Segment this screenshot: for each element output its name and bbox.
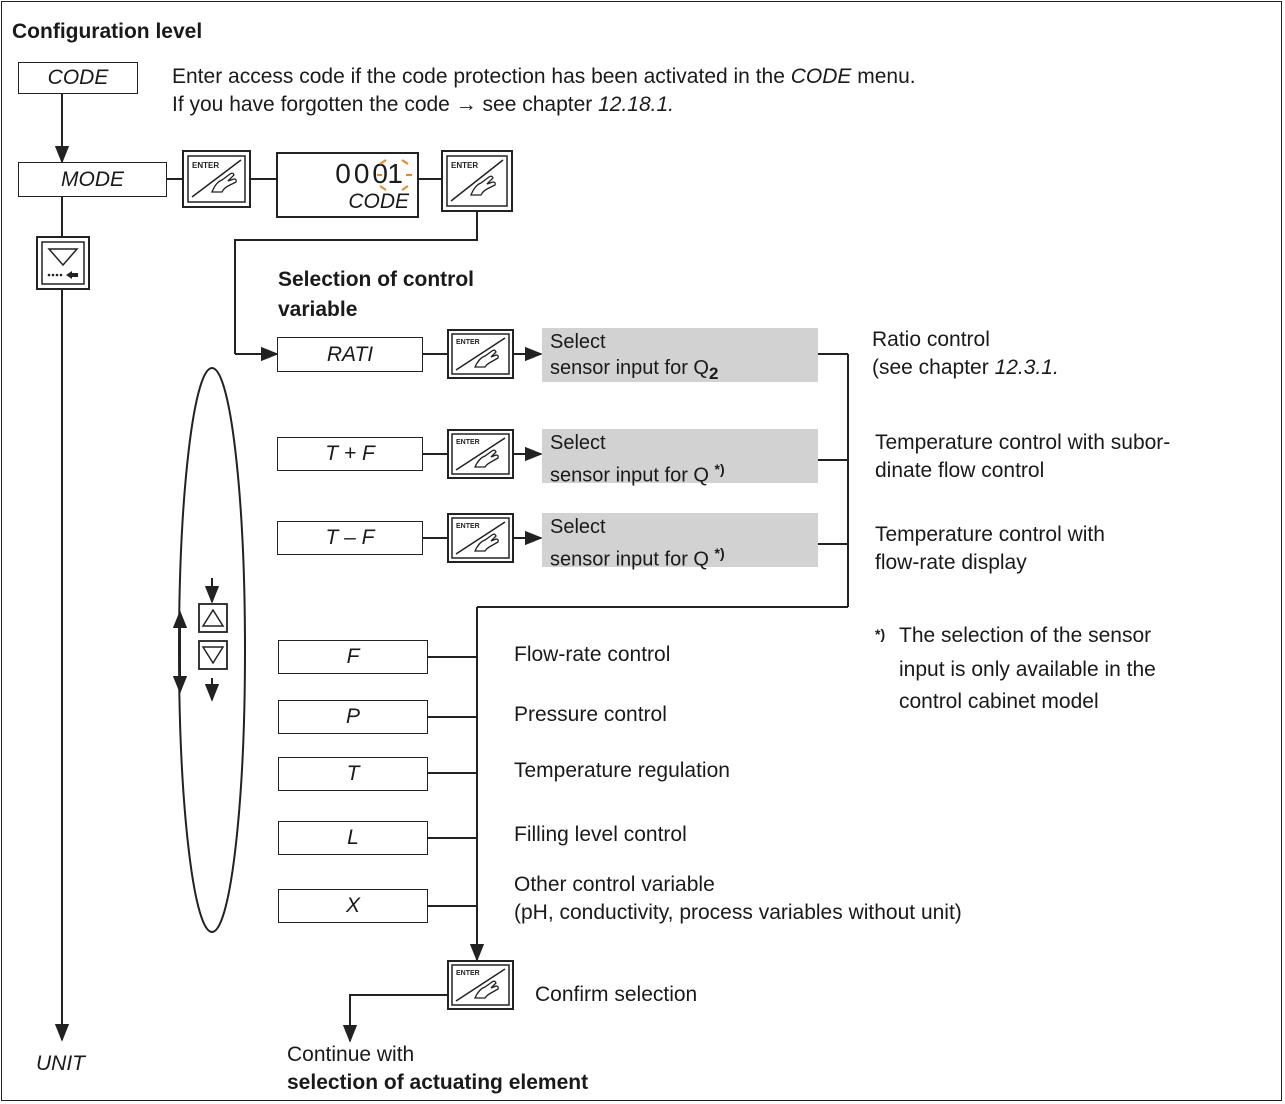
option-f-label: F [346,645,360,668]
tf-note-line1: Temperature control with subor- [875,431,1171,454]
option-x-box[interactable]: X [278,889,428,923]
sensor-select-text: Select [550,331,606,353]
option-p-label: P [345,705,360,728]
svg-text:ENTER: ENTER [456,339,480,346]
display-blink-digit: 1 [387,158,403,189]
selection-heading-line2: variable [278,298,358,321]
enter-button-icon[interactable]: ENTER [447,513,514,563]
code-note-line2: If you have forgotten the code → see cha… [172,93,674,117]
tmf-note-line1: Temperature control with [875,523,1105,546]
sensor-select-text: Select [550,432,606,454]
option-x-label: X [345,894,360,917]
enter-button-icon[interactable]: ENTER [447,429,514,479]
menu-mode-box[interactable]: MODE [18,162,167,197]
footnote-line2: input is only available in the [899,658,1156,681]
svg-text:ENTER: ENTER [192,161,219,170]
option-p-box[interactable]: P [278,700,428,734]
option-f-desc: Flow-rate control [514,643,671,666]
continue-line1: Continue with [287,1043,415,1066]
option-rati-label: RATI [326,342,374,366]
enter-button-icon[interactable]: ENTER [182,150,251,208]
footnote-line1: The selection of the sensor [899,624,1152,647]
enter-button-icon[interactable]: ENTER [441,150,513,212]
sensor-select-text: sensor input for Q *) [550,545,725,571]
selection-heading-line1: Selection of control [278,268,475,291]
ratio-note-line2: (see chapter 12.3.1. [872,356,1059,379]
footnote-line3: control cabinet model [899,690,1099,713]
menu-unit-label: UNIT [36,1052,85,1075]
option-l-desc: Filling level control [514,823,687,846]
option-t-box[interactable]: T [278,757,428,791]
sensor-select-text: Select [550,516,606,538]
tf-note-line2: dinate flow control [875,459,1045,482]
code-note-chapter-ref[interactable]: 12.18.1. [598,93,675,116]
code-note-text-c: If you have forgotten the code → see cha… [172,93,599,116]
option-t-minus-f-box[interactable]: T – F [277,521,423,555]
option-l-label: L [347,826,359,849]
sensor-select-rati[interactable]: Select sensor input for Q2 [542,328,818,383]
ratio-note-line1: Ratio control [872,328,990,351]
option-x-desc2: (pH, conductivity, process variables wit… [514,901,962,924]
svg-text:ENTER: ENTER [451,161,478,170]
code-note-code-ref: CODE [790,65,852,88]
up-arrow-button-icon[interactable] [198,603,228,633]
menu-code-label: CODE [47,66,109,89]
option-x-desc: Other control variable [514,873,715,896]
svg-text:ENTER: ENTER [456,439,480,446]
option-l-box[interactable]: L [278,821,428,855]
sensor-select-t-minus-f[interactable]: Select sensor input for Q *) [542,513,818,571]
option-t-minus-f-label: T – F [325,526,375,549]
footnote-marker: *) [875,626,886,642]
page-title: Configuration level [12,20,203,43]
enter-button-icon[interactable]: ENTER [447,960,514,1010]
option-t-desc: Temperature regulation [514,759,730,782]
option-t-label: T [346,762,360,785]
option-p-desc: Pressure control [514,703,667,726]
svg-text:ENTER: ENTER [456,523,480,530]
sensor-select-text: sensor input for Q *) [550,461,725,487]
continue-line2: selection of actuating element [287,1071,589,1094]
option-f-box[interactable]: F [278,640,428,674]
enter-button-icon[interactable]: ENTER [447,329,514,379]
confirm-selection-label: Confirm selection [535,983,698,1006]
down-arrow-button-icon[interactable] [198,640,228,670]
display-label: CODE [348,190,409,213]
code-note-line1: Enter access code if the code protection… [172,65,916,89]
sensor-select-t-plus-f[interactable]: Select sensor input for Q *) [542,429,818,487]
svg-text:ENTER: ENTER [456,970,480,977]
ratio-chapter-ref[interactable]: 12.3.1. [994,356,1059,379]
sensor-select-text: sensor input for Q2 [550,357,719,383]
down-back-button-icon[interactable] [36,236,90,290]
menu-mode-label: MODE [61,167,124,191]
option-rati-box[interactable]: RATI [277,337,423,372]
code-display: 000 1 CODE [276,152,419,218]
display-digits: 000 [335,158,391,189]
menu-code-box[interactable]: CODE [18,62,138,94]
blink-rays [377,159,412,191]
option-t-plus-f-box[interactable]: T + F [277,437,423,471]
code-note-text-a: Enter access code if the code protection… [172,65,791,88]
option-t-plus-f-label: T + F [325,442,375,465]
tmf-note-line2: flow-rate display [875,551,1027,574]
code-note-text-b: menu. [851,65,916,88]
